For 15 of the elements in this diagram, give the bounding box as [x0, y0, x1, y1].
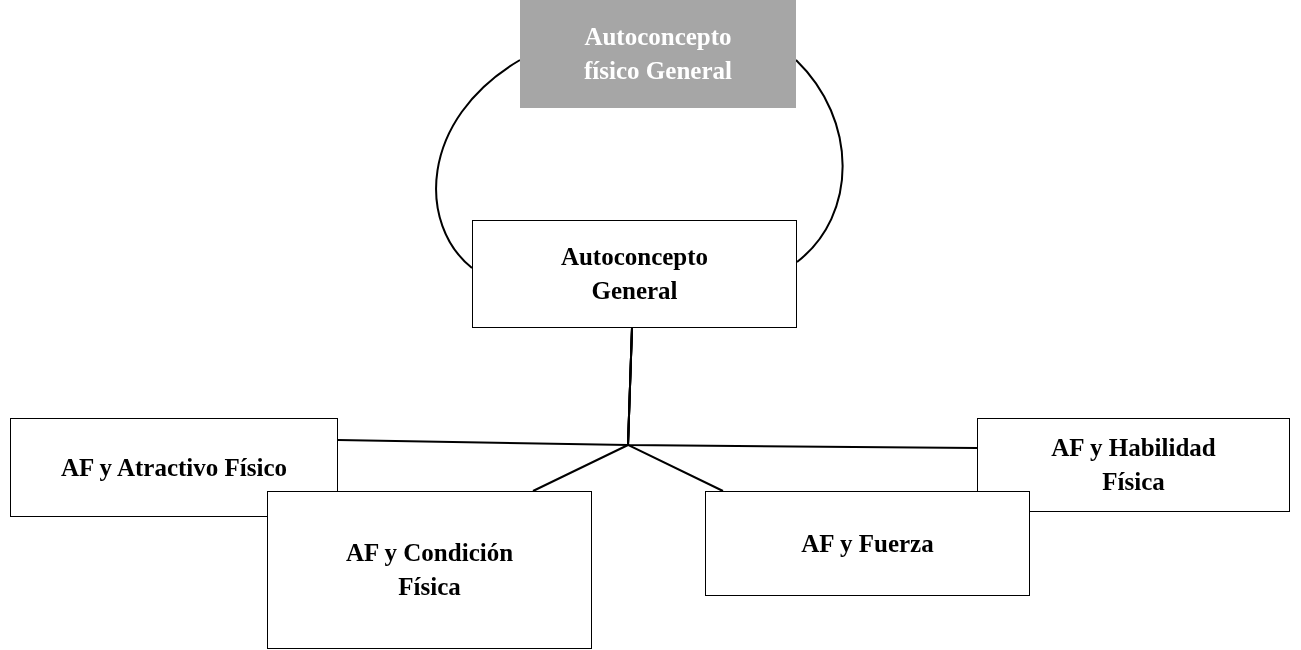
concept-box	[10, 418, 338, 517]
box-label: AF y Condición Física	[344, 538, 515, 602]
curved-connector	[435, 59, 521, 269]
box-label: AF y Atractivo Físico	[60, 452, 288, 483]
concept-box	[267, 491, 592, 649]
concept-box	[472, 220, 797, 328]
heading-box	[520, 0, 796, 108]
box-label: Autoconcepto físico General	[583, 22, 733, 86]
box-label: Autoconcepto General	[559, 242, 710, 306]
box-label: AF y Fuerza	[801, 528, 934, 559]
box-label: AF y Habilidad Física	[1050, 433, 1217, 497]
connector-line	[626, 327, 724, 492]
concept-box	[977, 418, 1290, 512]
curved-connector	[795, 59, 844, 263]
concept-box	[705, 491, 1030, 596]
